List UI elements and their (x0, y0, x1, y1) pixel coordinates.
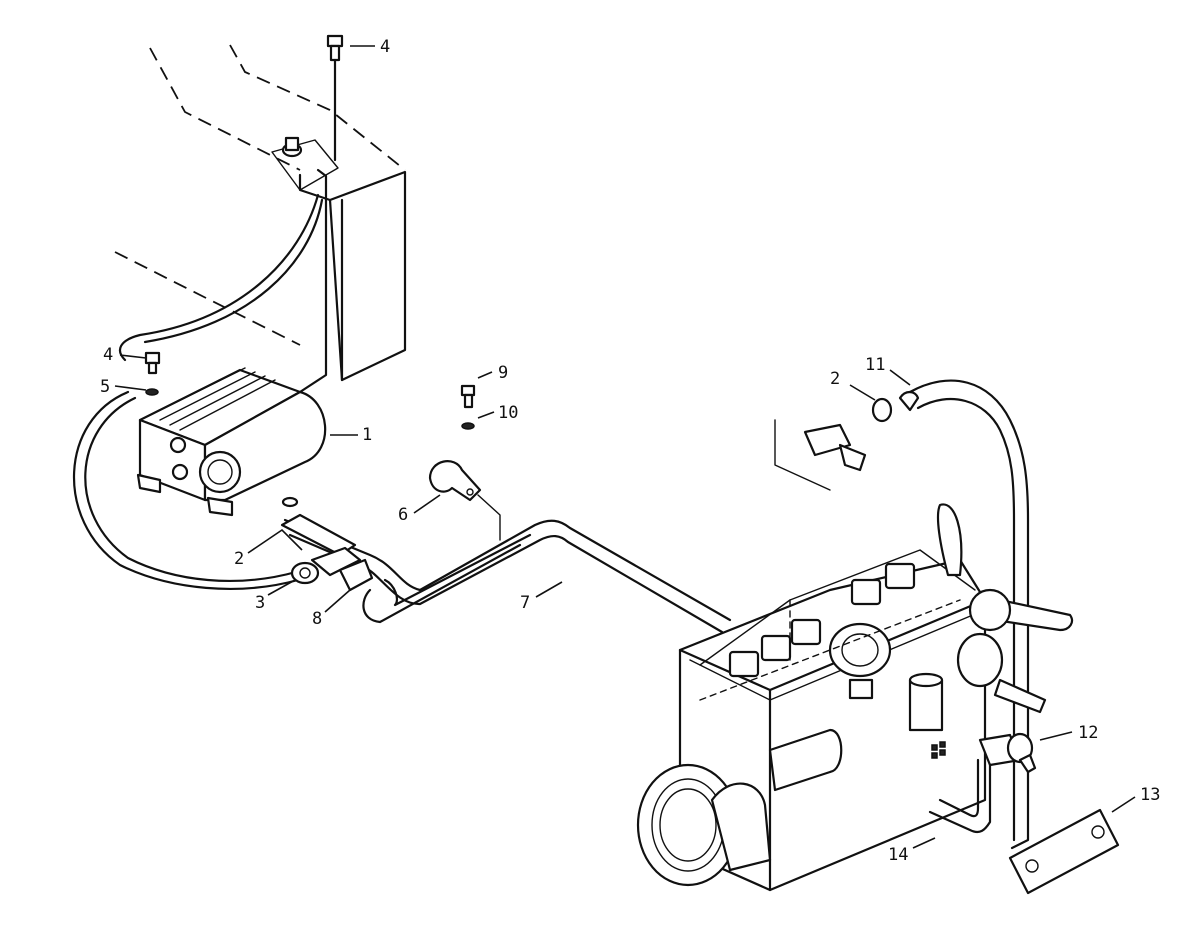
screw-4-lower (144, 351, 161, 396)
screw-9-washer-10 (460, 384, 476, 430)
callout-6: 6 (398, 505, 408, 525)
callout-13: 13 (1140, 785, 1160, 805)
wiring (73, 193, 328, 590)
lower-pipe (928, 758, 992, 834)
heater-unit (136, 367, 327, 517)
drain-tap (978, 732, 1037, 774)
callout-2-valve: 2 (234, 549, 244, 569)
drain-tap-assembly (774, 390, 920, 491)
coolant-pipes (283, 518, 732, 634)
return-pipe (908, 379, 1030, 850)
callout-2-tap: 2 (830, 369, 840, 389)
valve-assembly (280, 496, 374, 592)
callout-11: 11 (865, 355, 885, 375)
engine (636, 549, 1004, 892)
battery-box (271, 136, 407, 382)
callout-7: 7 (520, 593, 530, 613)
callout-labels: 4 4 5 1 9 10 11 2 6 2 3 8 7 12 13 14 (100, 37, 1160, 865)
screw-4-upper (326, 34, 344, 162)
callout-4-left: 4 (103, 345, 113, 365)
callout-8: 8 (312, 609, 322, 629)
pipe-clip (428, 460, 501, 541)
leader-lines (114, 45, 1136, 849)
callout-4-top: 4 (380, 37, 390, 57)
callout-3: 3 (255, 593, 265, 613)
callout-14: 14 (888, 845, 908, 865)
callout-10: 10 (498, 403, 518, 423)
vehicle-body-outline (114, 44, 406, 346)
callout-5: 5 (100, 377, 110, 397)
fan (936, 503, 1074, 714)
callout-1: 1 (362, 425, 372, 445)
callout-12: 12 (1078, 723, 1098, 743)
blanking-plate (1008, 808, 1120, 895)
callout-9: 9 (498, 363, 508, 383)
